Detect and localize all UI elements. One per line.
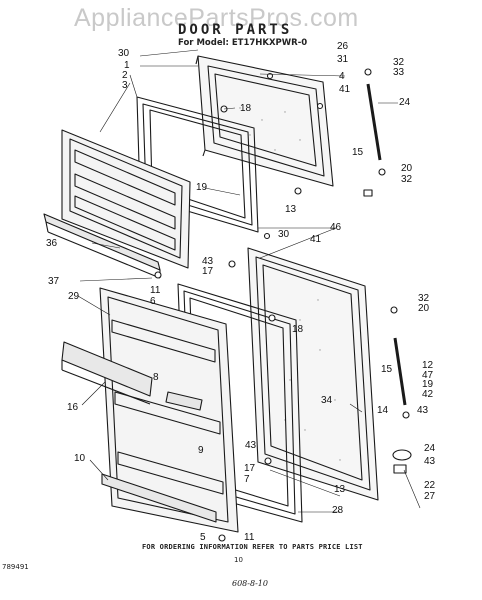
freezer-door-outer-panel	[195, 55, 334, 187]
callout-1: 1	[124, 60, 130, 71]
callout-19: 19	[422, 379, 434, 390]
callout-10: 10	[74, 453, 86, 464]
callout-41: 43	[417, 405, 429, 416]
callout-15b: 15	[381, 364, 393, 375]
callout-4: 4	[339, 71, 345, 82]
callout-31: 31	[337, 54, 349, 65]
callout-9: 9	[198, 445, 204, 456]
callout-42: 43	[245, 440, 257, 451]
callout-24: 24	[424, 443, 436, 454]
callout-47: 47	[422, 370, 434, 381]
door-handle-caps	[392, 449, 412, 474]
callout-21: 19	[196, 182, 208, 193]
callout-6: 6	[150, 296, 156, 307]
callout-34: 34	[321, 395, 333, 406]
fresh-food-door-shelf-rail	[61, 341, 153, 405]
callout-43: 43	[202, 256, 214, 267]
callout-32: 32	[393, 57, 405, 68]
callout-16: 16	[67, 402, 79, 413]
callout-20b: 20	[418, 303, 430, 314]
callout-11b: 11	[244, 532, 255, 543]
handwritten-note: 608-8-10	[232, 579, 268, 588]
callout-11: 11	[150, 285, 161, 296]
callout-28: 28	[332, 505, 344, 516]
fresh-food-door-outer-panel	[247, 247, 379, 501]
callout-30: 30	[118, 48, 130, 59]
callout-29: 29	[68, 291, 80, 302]
callout-3: 3	[122, 80, 128, 91]
freezer-door-dots	[239, 107, 301, 151]
ordering-info-note: FOR ORDERING INFORMATION REFER TO PARTS …	[142, 543, 363, 551]
fresh-food-door-closer-rod	[390, 306, 410, 419]
callout-5: 5	[200, 532, 206, 543]
callout-7: 7	[244, 474, 250, 485]
freezer-door-closer-rod	[363, 68, 386, 197]
callout-8: 8	[153, 372, 159, 383]
callout-13b: 13	[334, 484, 346, 495]
callout-40: 42	[422, 389, 434, 400]
freezer-door-liner	[61, 129, 191, 269]
callout-44: 43	[424, 456, 436, 467]
callout-36: 36	[46, 238, 58, 249]
callout-2: 2	[122, 70, 128, 81]
diagram-code: 789491	[2, 563, 29, 571]
callout-12: 12	[422, 360, 434, 371]
fresh-food-door-liner	[99, 287, 239, 533]
callout-37: 37	[48, 276, 60, 287]
callout-17b: 17	[244, 463, 256, 474]
callout-14: 14	[377, 405, 389, 416]
watermark: AppliancePartsPros.com	[74, 4, 359, 32]
model-line: For Model: ET17HKXPWR-0	[178, 38, 308, 48]
callout-33: 33	[393, 67, 405, 78]
callout-23: 24	[399, 97, 411, 108]
callout-18b: 18	[292, 324, 304, 335]
page-number: 10	[234, 556, 243, 564]
callout-32b: 32	[401, 174, 413, 185]
callout-20: 20	[401, 163, 413, 174]
callout-17: 17	[202, 266, 214, 277]
callout-27: 27	[424, 491, 436, 502]
callout-32c: 32	[418, 293, 430, 304]
callout-30b: 30	[278, 229, 290, 240]
callout-39: 41	[339, 84, 351, 95]
callout-26: 26	[337, 41, 349, 52]
callout-39b: 41	[310, 234, 322, 245]
butter-compartment-door	[165, 391, 203, 411]
bottom-door-shelf-rail	[101, 473, 217, 523]
callout-22: 22	[424, 480, 436, 491]
callout-leaders	[77, 49, 421, 513]
diagram-title: DOOR PARTS	[178, 22, 293, 38]
callout-13: 13	[285, 204, 297, 215]
callout-46: 46	[330, 222, 342, 233]
callout-18: 18	[240, 103, 252, 114]
callout-15: 15	[352, 147, 364, 158]
